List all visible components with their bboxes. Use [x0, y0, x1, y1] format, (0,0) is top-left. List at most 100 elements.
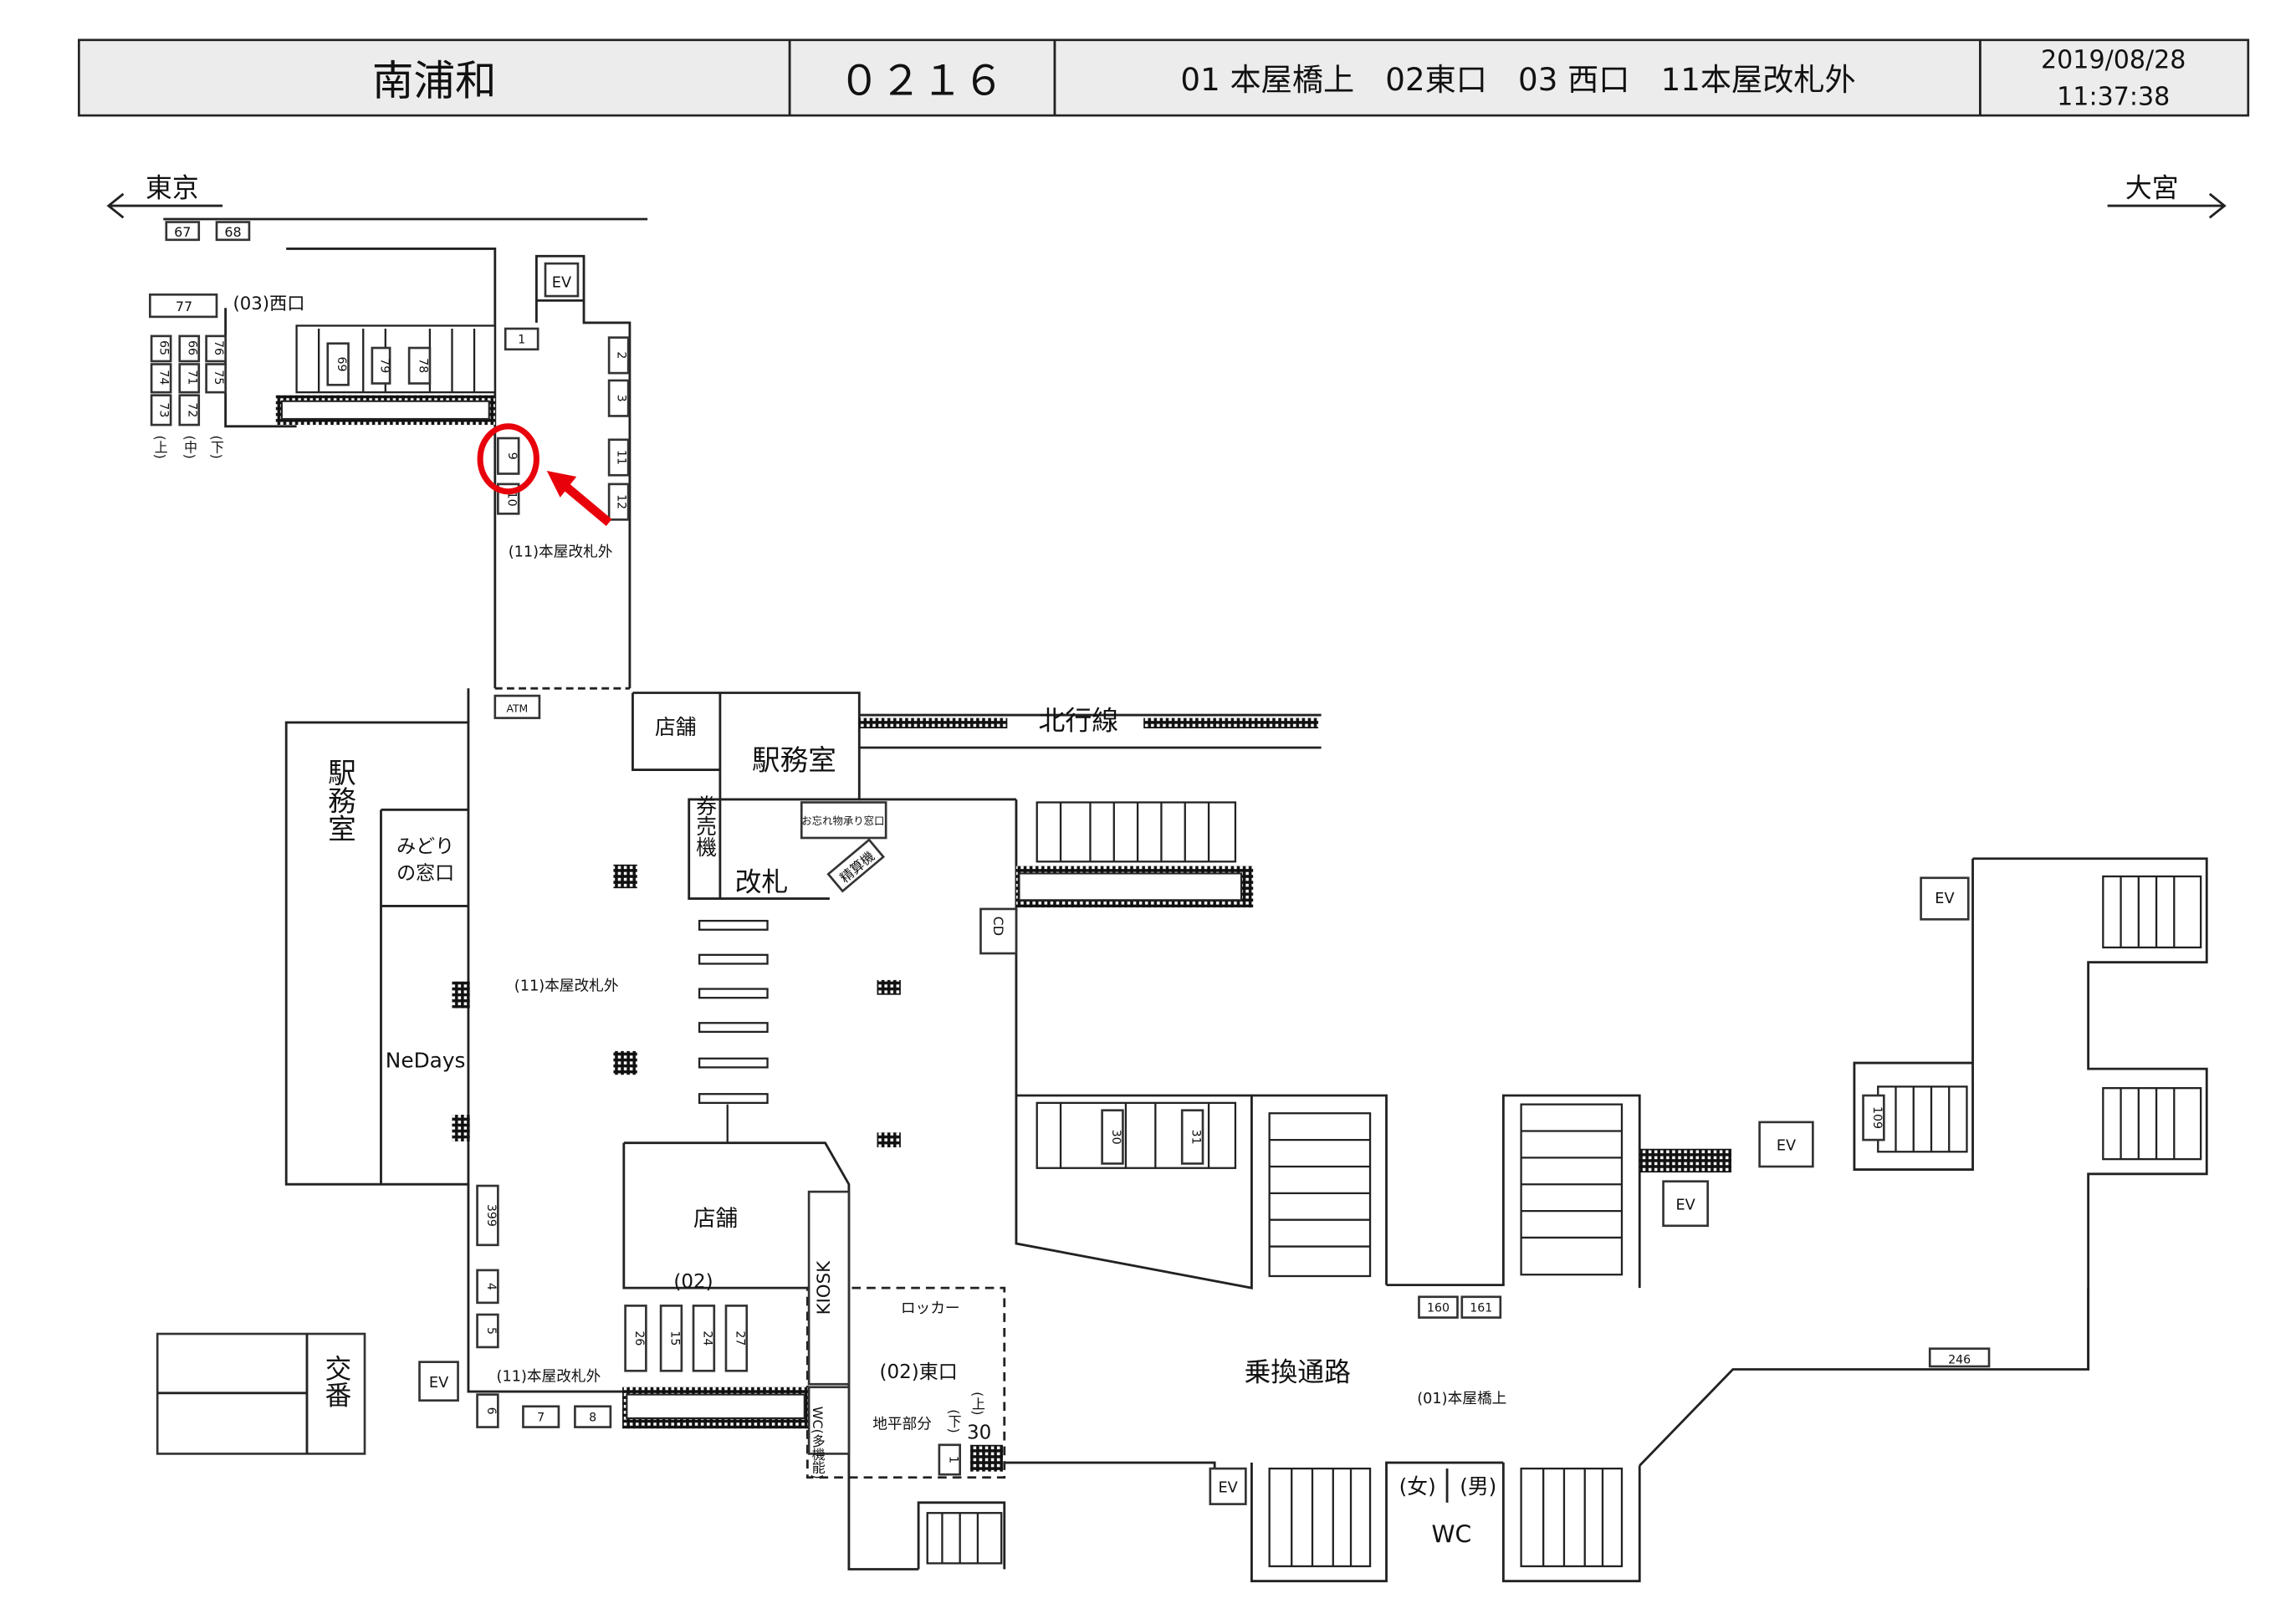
label-lockers-19: 9 [505, 452, 519, 460]
label-lockers-31: 30 [1109, 1130, 1122, 1145]
label-lockers-26: 8 [589, 1411, 596, 1424]
label-labels-ticket_machine: 券売機 [693, 794, 718, 857]
highlight-circle-icon [477, 423, 539, 495]
label-directions-left: 東京 [146, 171, 199, 203]
label-lockers-34: 160 [1427, 1301, 1450, 1315]
label-labels-bridge: (01)本屋橋上 [1417, 1390, 1506, 1407]
label-labels-ev: EV [429, 1375, 448, 1392]
label-labels-lost_found: お忘れ物承り窓口 [801, 815, 884, 827]
label-labels-ev: EV [1218, 1479, 1237, 1496]
locker-77: 77 [149, 293, 218, 319]
locker-71: 71 [178, 363, 201, 394]
locker-6: 6 [476, 1393, 499, 1428]
stairs [295, 324, 2202, 1568]
locker-399: 399 [476, 1184, 499, 1247]
ev-icon: EV [1662, 1180, 1709, 1228]
label-labels-midori_2: の窓口 [396, 863, 454, 885]
label-labels-level_mid: (中) [182, 435, 198, 458]
label-lockers-13: 78 [417, 358, 430, 373]
label-lockers-37: 1 [946, 1456, 959, 1463]
label-labels-ev: EV [1935, 891, 1954, 907]
station-code: ０２１６ [839, 56, 1005, 105]
pointer-arrow-icon [560, 480, 612, 526]
tactile-paving [275, 395, 1731, 1472]
locker-65: 65 [150, 335, 172, 363]
label-lockers-14: 1 [518, 334, 525, 347]
ev-icon: EV [1209, 1467, 1247, 1505]
ev-icon: EV [418, 1361, 459, 1402]
label-lockers-38: 30 [967, 1422, 991, 1444]
label-labels-east_exit: (02)東口 [879, 1361, 957, 1383]
label-labels-ev: EV [1777, 1138, 1796, 1155]
label-lockers-12: 79 [377, 358, 391, 373]
locker-160: 160 [1418, 1295, 1459, 1319]
arrow-left-icon [106, 192, 223, 219]
label-lockers-5: 76 [212, 340, 225, 355]
elevators: EV EV EV EV EV EV [418, 262, 1970, 1505]
label-lockers-28: 15 [667, 1330, 681, 1346]
label-labels-gate: 改札 [735, 866, 789, 898]
label-lockers-24: 6 [484, 1407, 498, 1415]
label-lockers-25: 7 [537, 1411, 545, 1424]
label-lockers-0: 67 [174, 224, 191, 240]
label-lockers-33: 109 [1870, 1106, 1884, 1129]
label-labels-station_office_1: 駅務室 [752, 744, 836, 777]
locker-12: 12 [607, 483, 630, 521]
locker-8: 8 [574, 1405, 612, 1428]
station-name: 南浦和 [372, 56, 497, 105]
label-labels-up: (上) [969, 1392, 985, 1415]
exit-list: 01 本屋橋上 02東口 03 西口 11本屋改札外 [1180, 61, 1855, 98]
locker-246: 246 [1928, 1347, 1991, 1368]
locker-15: 15 [659, 1305, 683, 1372]
locker-79: 79 [371, 346, 391, 385]
label-labels-shop_2: 店舗 [693, 1206, 738, 1232]
label-labels-men: (男) [1460, 1474, 1496, 1499]
target-highlight [477, 423, 612, 526]
fare-adjustment-machine: 精算機 [826, 838, 886, 893]
label-lockers-2: 77 [176, 299, 192, 314]
label-labels-down: (下) [946, 1409, 962, 1432]
label-lockers-27: 26 [632, 1330, 646, 1346]
direction-omiya: 大宮 [2107, 171, 2227, 219]
label-lockers-23: 5 [484, 1327, 498, 1335]
label-labels-outside_gate_1: (11)本屋改札外 [509, 544, 613, 561]
label-labels-transfer: 乗換通路 [1245, 1356, 1351, 1388]
locker-78: 78 [407, 346, 432, 385]
locker-161: 161 [1460, 1295, 1502, 1319]
label-lockers-3: 65 [157, 340, 171, 355]
label-labels-exit_02: (02) [673, 1271, 713, 1293]
locker-24: 24 [692, 1305, 716, 1372]
label-lockers-21: 399 [484, 1204, 498, 1227]
time: 11:37:38 [2057, 83, 2170, 112]
locker-1: 1 [504, 327, 539, 351]
locker-7: 7 [522, 1405, 560, 1428]
locker-5: 5 [476, 1313, 499, 1349]
locker-73: 73 [150, 394, 172, 426]
locker-31: 31 [1180, 1109, 1204, 1165]
locker-72: 72 [178, 394, 201, 426]
label-lockers-8: 75 [212, 370, 225, 385]
label-labels-koban: 交番 [320, 1355, 352, 1408]
label-lockers-22: 4 [484, 1283, 498, 1290]
label-labels-cd: CD [990, 917, 1006, 936]
label-labels-shop_1: 店舗 [655, 715, 697, 739]
label-labels-west_exit: (03)西口 [233, 294, 304, 314]
label-lockers-15: 2 [615, 351, 628, 359]
locker-69: 69 [326, 342, 350, 386]
label-lockers-29: 24 [700, 1330, 713, 1346]
direction-tokyo: 東京 [106, 171, 223, 219]
label-lockers-18: 12 [615, 494, 628, 509]
locker-2: 2 [607, 336, 630, 375]
label-lockers-20: 10 [505, 492, 519, 507]
label-labels-wc_multi: WC(多機能) [810, 1407, 826, 1479]
label-lockers-17: 11 [615, 450, 628, 465]
label-labels-wc: WC [1432, 1521, 1472, 1549]
label-labels-station_office_2: 駅務室 [323, 758, 355, 842]
locker-9-target: 9 [497, 437, 520, 475]
label-lockers-30: 27 [733, 1330, 746, 1346]
locker-11: 11 [607, 438, 630, 477]
label-labels-level_down: (下) [208, 435, 224, 458]
label-lockers-7: 71 [185, 370, 198, 385]
label-labels-women: (女) [1399, 1474, 1436, 1499]
ev-icon: EV [1758, 1121, 1814, 1168]
